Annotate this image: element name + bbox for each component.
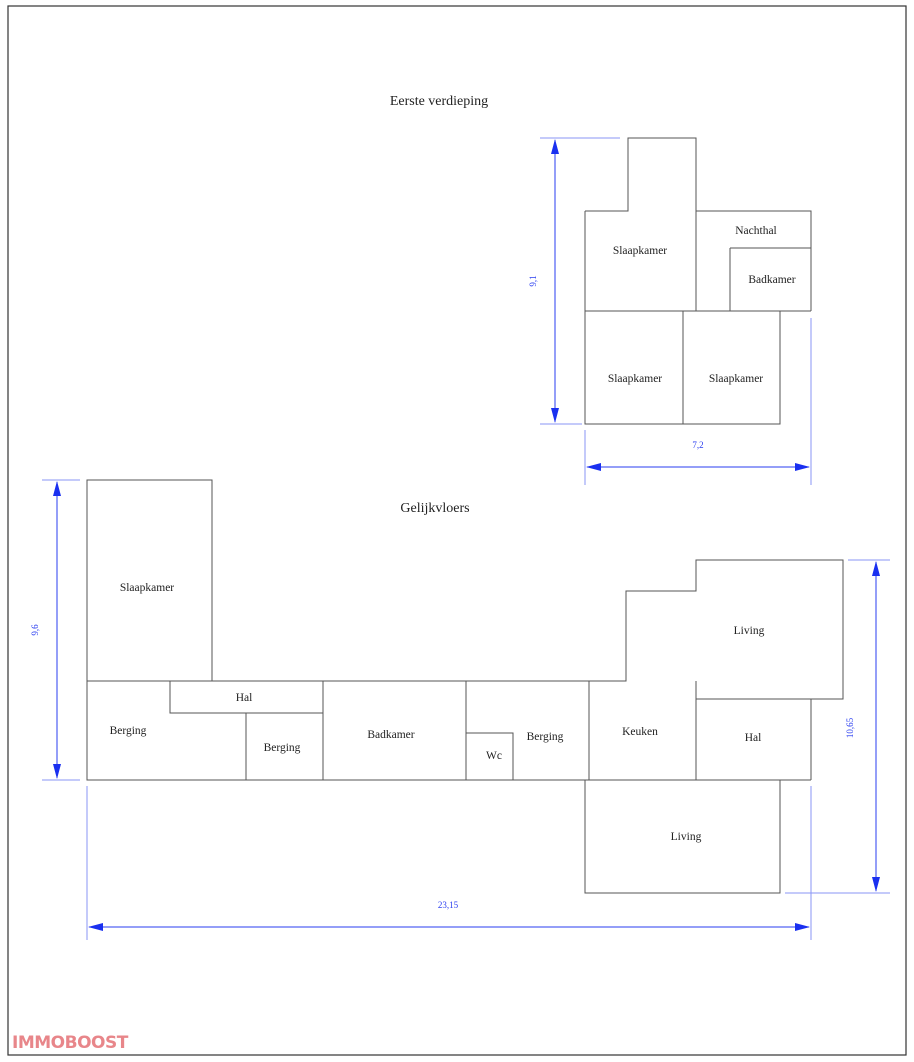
dimension-label: 23,15 (438, 900, 459, 910)
ground-floor-walls (86, 479, 844, 894)
door-symbol (187, 671, 195, 695)
room-label: Slaapkamer (613, 245, 667, 257)
ground-floor-plan: Gelijkvloers Slaapkamer Hal Berging Berg… (30, 479, 890, 940)
first-floor-title: Eerste verdieping (390, 94, 488, 109)
room-label: Hal (745, 732, 762, 744)
ground-floor-title: Gelijkvloers (400, 501, 469, 516)
door-symbol (716, 285, 740, 293)
room-label: Slaapkamer (120, 582, 174, 594)
dimension-label: 9,1 (528, 275, 538, 286)
door-symbol (681, 285, 705, 293)
room-label: Badkamer (748, 274, 795, 286)
dimension-label: 9,6 (30, 624, 40, 636)
room-label: Wc (486, 750, 502, 762)
room-label: Keuken (622, 726, 658, 738)
immoboost-logo: IMMOBOOST (12, 1033, 128, 1053)
room-label: Slaapkamer (709, 373, 763, 385)
door-symbol (536, 671, 544, 695)
room-label: Nachthal (735, 225, 777, 237)
door-symbol (709, 301, 717, 325)
dimension-label: 10,65 (845, 717, 855, 738)
room-label: Living (671, 831, 702, 843)
door-symbol (673, 330, 697, 338)
dimension-label: 7,2 (692, 440, 703, 450)
room-label: Berging (110, 725, 147, 737)
first-floor-plan: Eerste verdieping Slaapkamer Nachthal Ba… (390, 94, 812, 485)
page-frame (7, 5, 907, 1056)
door-symbol (507, 671, 515, 695)
room-label: Slaapkamer (608, 373, 662, 385)
room-label: Living (734, 625, 765, 637)
room-label: Berging (264, 742, 301, 754)
room-label: Badkamer (367, 729, 414, 741)
first-floor-walls (584, 137, 812, 425)
door-symbol (719, 770, 727, 794)
room-label: Hal (236, 692, 253, 704)
room-label: Berging (527, 731, 564, 743)
